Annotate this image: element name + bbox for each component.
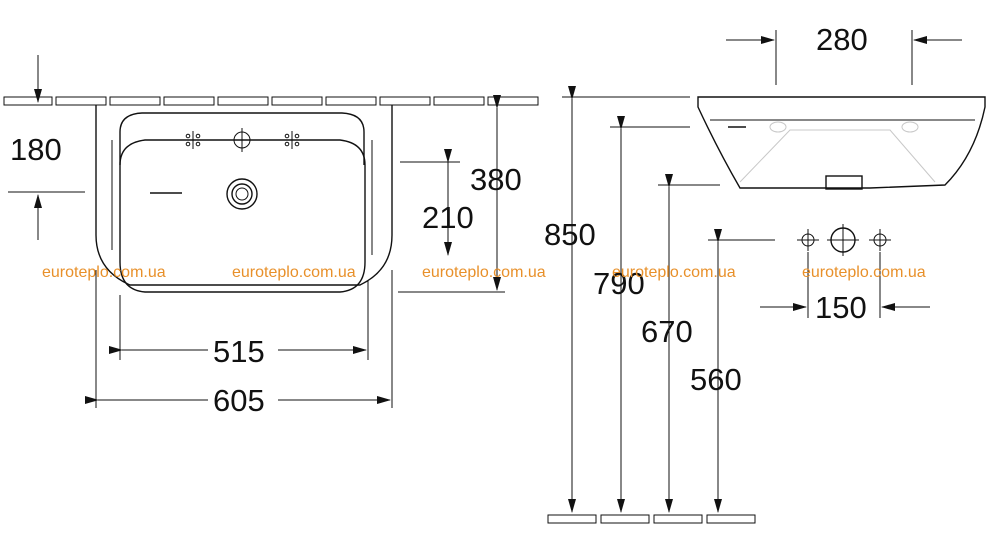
- tap-hole-detail: 150: [760, 224, 930, 325]
- detail-hole-right-icon: [869, 229, 891, 251]
- floor-tiles: [547, 514, 756, 524]
- dim-280: 280: [816, 22, 868, 57]
- dim-150: 150: [815, 290, 867, 325]
- dim-380: 380: [470, 162, 522, 197]
- watermark-text: euroteplo.com.ua: [232, 264, 356, 281]
- watermark-text: euroteplo.com.ua: [422, 264, 546, 281]
- tap-hole-right-icon: [283, 131, 301, 149]
- height-dimensions: 850 790 670 560: [544, 86, 775, 524]
- detail-hole-left-icon: [797, 229, 819, 251]
- drain-icon: [226, 178, 258, 210]
- side-profile: [697, 96, 986, 189]
- watermark-text: euroteplo.com.ua: [42, 264, 166, 281]
- dim-210: 210: [422, 200, 474, 235]
- watermark-text: euroteplo.com.ua: [612, 264, 736, 281]
- basin-outline: [95, 105, 393, 286]
- dim-605: 605: [213, 383, 265, 418]
- dim-560: 560: [690, 362, 742, 397]
- dim-515: 515: [213, 334, 265, 369]
- watermark-text: euroteplo.com.ua: [802, 264, 926, 281]
- front-view: 180 210 380 515 605: [3, 55, 539, 418]
- tap-deck: [119, 112, 365, 165]
- dim-670: 670: [641, 314, 693, 349]
- side-view: 280: [697, 22, 986, 190]
- dim-790: 790: [593, 266, 645, 301]
- dim-850: 850: [544, 217, 596, 252]
- wall-tiles-top: [3, 96, 539, 106]
- dim-180: 180: [10, 132, 62, 167]
- tap-hole-left-icon: [184, 131, 202, 149]
- watermark-row: euroteplo.com.ua euroteplo.com.ua eurote…: [42, 264, 926, 281]
- detail-hole-center-icon: [827, 224, 859, 256]
- tap-hole-center-icon: [230, 128, 254, 152]
- basin-bowl: [119, 139, 366, 293]
